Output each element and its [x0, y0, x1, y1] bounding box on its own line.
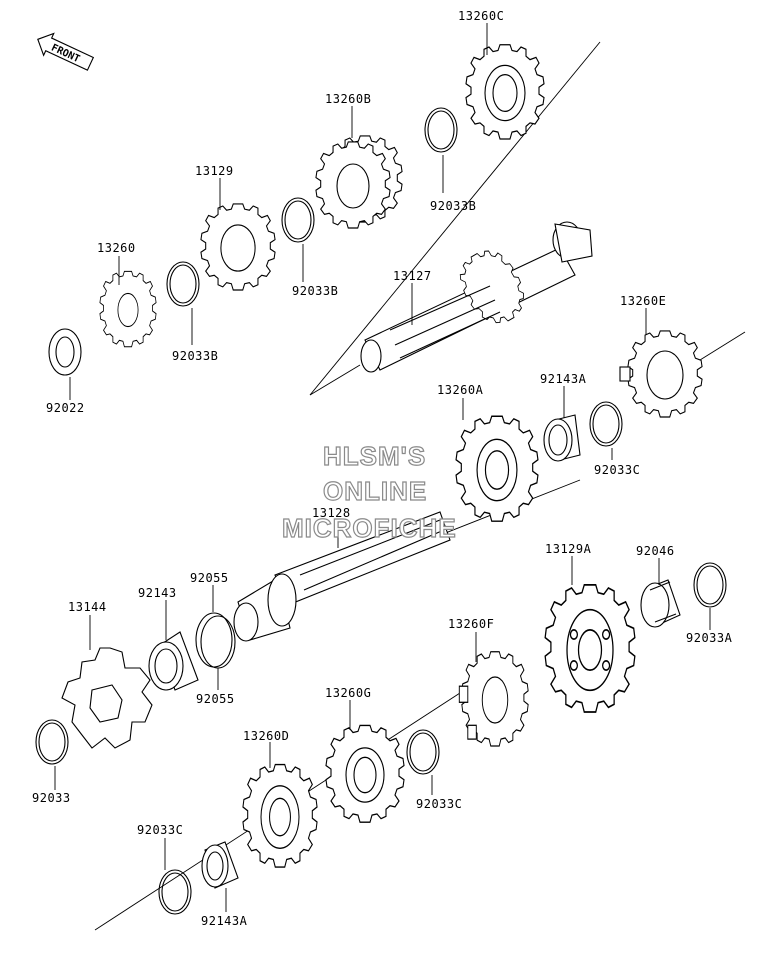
label-13260B: 13260B [325, 92, 371, 106]
label-92033C-upper: 92033C [594, 463, 640, 477]
snapring-92033A [693, 562, 727, 608]
gear-13260F [458, 651, 529, 747]
label-92033B-upper: 92033B [430, 199, 476, 213]
gear-13260C [465, 44, 545, 140]
snapring-92033C-upper [589, 401, 623, 447]
snapring-92033B-upper [424, 107, 458, 153]
part-labels: 13260C 13260B 92033B 13129 92033B 13260 … [32, 9, 733, 928]
gear-13129 [200, 203, 276, 291]
watermark: HLSM'S ONLINE MICROFICHE [281, 440, 457, 543]
watermark-line1: HLSM'S [323, 441, 426, 471]
gear-13260 [99, 270, 157, 348]
label-13144: 13144 [68, 600, 107, 614]
snapring-92033C-middle [406, 729, 440, 775]
label-92033B-lower: 92033B [172, 349, 218, 363]
label-92055-lower: 92055 [196, 692, 235, 706]
snapring-92033B-middle [281, 197, 315, 243]
label-92143A-upper: 92143A [540, 372, 587, 386]
lower-right-axis-tip [699, 331, 746, 361]
label-13260: 13260 [97, 241, 136, 255]
oring-92055 [195, 612, 236, 669]
snapring-92033 [35, 719, 69, 765]
bearing-92046 [640, 579, 681, 628]
watermark-line3: MICROFICHE [282, 513, 457, 543]
label-92033C-middle: 92033C [416, 797, 462, 811]
label-13260D: 13260D [243, 729, 289, 743]
label-13260A: 13260A [437, 383, 484, 397]
washer-92022 [48, 328, 82, 376]
label-92033C-lower: 92033C [137, 823, 183, 837]
snapring-92033C-lower [158, 869, 192, 915]
gear-13260E [619, 330, 703, 418]
collar-92143A-lower [201, 841, 239, 889]
gear-13260D [242, 763, 318, 868]
front-direction-arrow: FRONT [37, 32, 95, 71]
label-13260C: 13260C [458, 9, 504, 23]
label-92033: 92033 [32, 791, 71, 805]
label-13127: 13127 [393, 269, 432, 283]
label-92022: 92022 [46, 401, 85, 415]
gear-13129A [544, 584, 636, 713]
label-13260E: 13260E [620, 294, 666, 308]
upper-axis-left-tip [309, 364, 361, 396]
leader-lines [54, 23, 711, 912]
sprocket-13144 [61, 647, 153, 749]
collar-92143A-upper [543, 414, 581, 462]
label-92143A-lower: 92143A [201, 914, 248, 928]
collar-92143 [148, 631, 199, 691]
label-13260F: 13260F [448, 617, 494, 631]
label-13260G: 13260G [325, 686, 371, 700]
upper-axis-line [309, 41, 601, 396]
snapring-92033B-lower [166, 261, 200, 307]
label-92055-upper: 92055 [190, 571, 229, 585]
gear-13260G [325, 724, 405, 823]
label-92046: 92046 [636, 544, 675, 558]
label-13129: 13129 [195, 164, 234, 178]
shaft-13128 [233, 511, 451, 642]
label-13128: 13128 [312, 506, 351, 520]
label-13129A: 13129A [545, 542, 592, 556]
label-92033B-middle: 92033B [292, 284, 338, 298]
gear-13260B [315, 135, 403, 229]
gear-13260A [455, 415, 539, 522]
label-92143: 92143 [138, 586, 177, 600]
watermark-line2: ONLINE [323, 476, 427, 506]
label-92033A: 92033A [686, 631, 733, 645]
shaft-13127 [360, 221, 593, 373]
